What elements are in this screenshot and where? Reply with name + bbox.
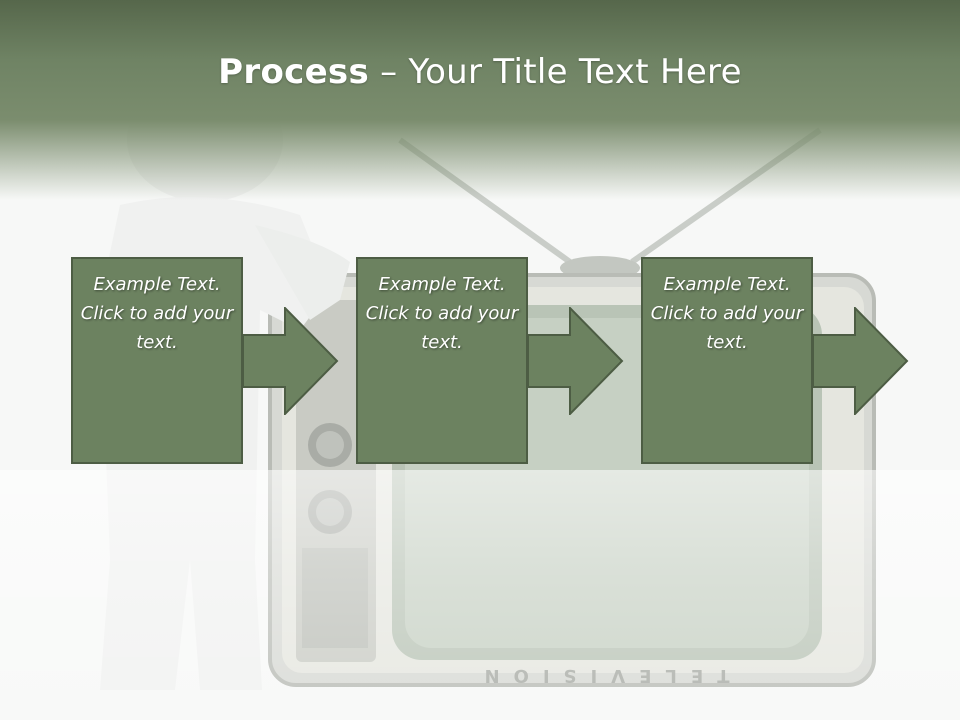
title-bold: Process <box>218 52 370 92</box>
slide-title[interactable]: Process – Your Title Text Here <box>0 52 960 92</box>
step-2-text: Example Text. Click to add your text. <box>365 274 519 353</box>
title-rest: – Your Title Text Here <box>369 52 742 92</box>
process-step-1[interactable]: Example Text. Click to add your text. <box>71 257 243 464</box>
process-step-3[interactable]: Example Text. Click to add your text. <box>641 257 813 464</box>
arrow-step-3 <box>813 307 909 415</box>
process-step-2[interactable]: Example Text. Click to add your text. <box>356 257 528 464</box>
arrow-step-1 <box>243 307 339 415</box>
step-3-text: Example Text. Click to add your text. <box>650 274 804 353</box>
arrow-step-2 <box>528 307 624 415</box>
title-band <box>0 0 960 200</box>
reflection-fade <box>0 470 960 720</box>
step-1-text: Example Text. Click to add your text. <box>80 274 234 353</box>
